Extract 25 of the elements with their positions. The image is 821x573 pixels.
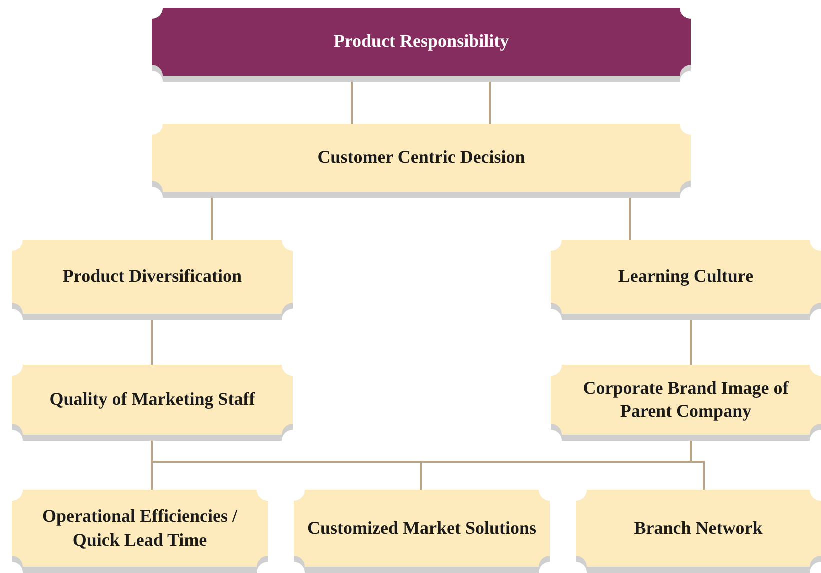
process-box (576, 490, 821, 573)
process-box (551, 240, 821, 320)
process-box (152, 124, 691, 198)
box-label: Product Diversification (62, 265, 242, 288)
connector-line (151, 320, 153, 365)
connector-line (211, 198, 213, 240)
box-label: Operational Efficiencies / Quick Lead Time (42, 505, 239, 552)
connector-line (629, 198, 631, 240)
connector-line (489, 82, 491, 124)
box-label: Branch Network (634, 516, 763, 540)
box-label: Customer Centric Decision (318, 146, 526, 170)
process-box (12, 240, 293, 320)
box-label: Learning Culture (618, 265, 754, 288)
process-box (294, 490, 550, 573)
process-box (12, 365, 293, 441)
box-label: Customized Market Solutions (308, 516, 536, 540)
connector-line (690, 441, 705, 490)
process-box (551, 365, 821, 441)
connector-line (351, 82, 353, 124)
box-label: Product Responsibility (334, 30, 510, 54)
process-box (12, 490, 268, 573)
process-box (152, 8, 691, 82)
box-label: Quality of Marketing Staff (50, 388, 256, 412)
box-label: Corporate Brand Image of Parent Company (582, 376, 790, 423)
connector-line (690, 320, 692, 365)
